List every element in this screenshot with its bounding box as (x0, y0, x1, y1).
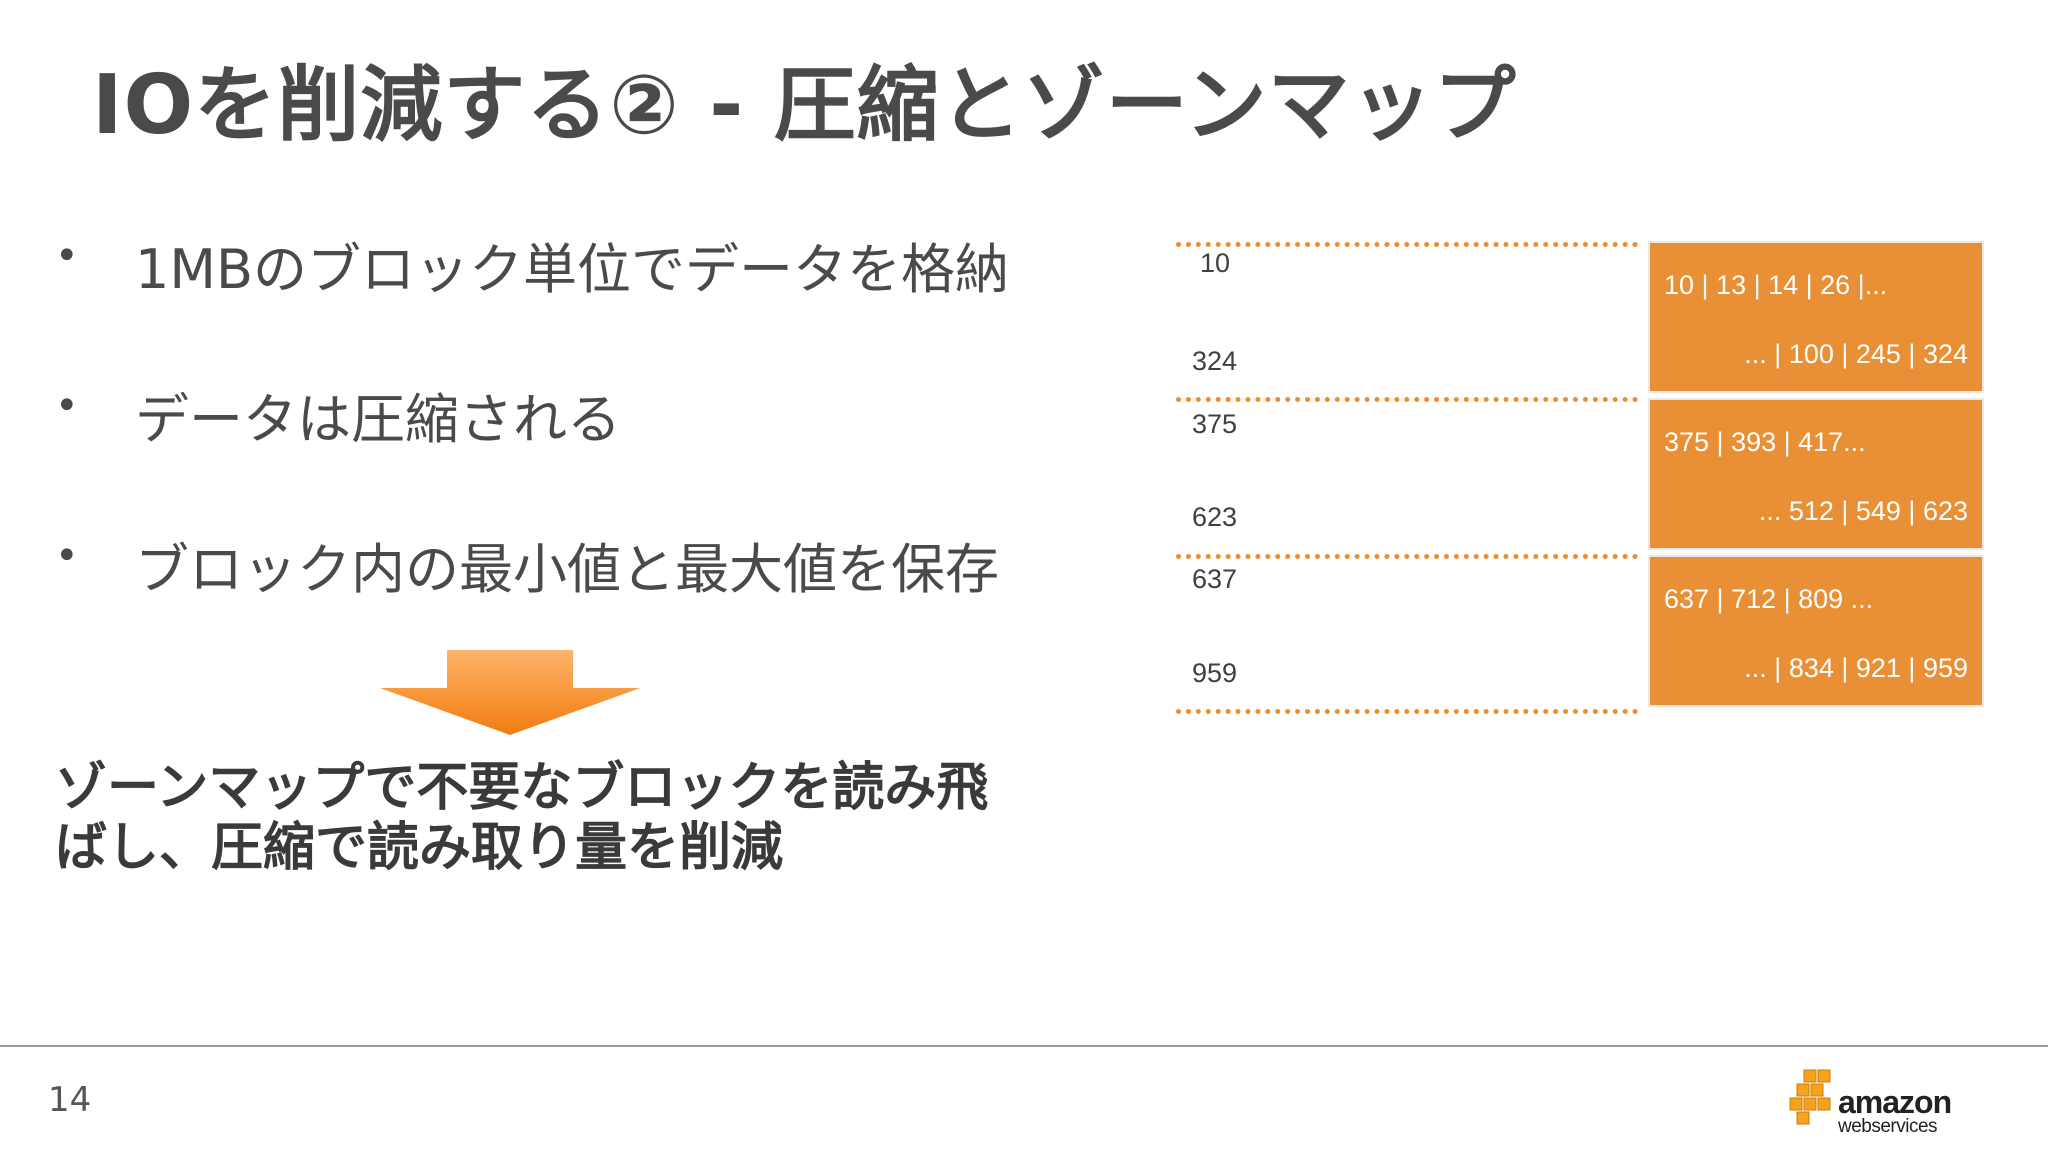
down-arrow-icon (380, 650, 640, 735)
block-last-values: ... | 100 | 245 | 324 (1744, 339, 1968, 369)
bullet-dot: • (55, 383, 79, 429)
block-min-label: 10 (1200, 248, 1231, 278)
data-block: 10 | 13 | 14 | 26 |... ... | 100 | 245 |… (1648, 241, 1984, 393)
data-block: 637 | 712 | 809 ... ... | 834 | 921 | 95… (1648, 555, 1984, 707)
aws-logo-icon (1789, 1069, 1831, 1125)
block-min-label: 375 (1192, 409, 1238, 439)
zone-map-diagram: 10 324 375 623 637 959 10 | 13 | 14 | 26… (1170, 236, 2000, 716)
block-boundary-line (1176, 554, 1638, 559)
slide-title: IOを削減する② - 圧縮とゾーンマップ (92, 58, 1517, 153)
bullet-text: 1MBのブロック単位でデータを格納 (135, 238, 1009, 301)
bullet-text: データは圧縮される (135, 388, 621, 451)
conclusion-text: ゾーンマップで不要なブロックを読み飛 ばし、圧縮で読み取り量を削減 (55, 758, 1135, 878)
block-first-values: 375 | 393 | 417... (1664, 427, 1866, 457)
block-max-label: 623 (1192, 502, 1238, 532)
block-max-label: 959 (1192, 658, 1238, 688)
block-boundary-line (1176, 242, 1638, 247)
block-first-values: 637 | 712 | 809 ... (1664, 584, 1874, 614)
page-number: 14 (48, 1080, 92, 1120)
block-max-label: 324 (1192, 346, 1238, 376)
aws-logo: amazon webservices (1788, 1068, 2008, 1138)
block-min-label: 637 (1192, 564, 1238, 594)
block-last-values: ... 512 | 549 | 623 (1758, 496, 1968, 526)
logo-brand-text: amazon (1838, 1084, 1952, 1120)
block-last-values: ... | 834 | 921 | 959 (1744, 653, 1968, 683)
conclusion-line-2: ばし、圧縮で読み取り量を削減 (55, 818, 784, 878)
bullet-text: ブロック内の最小値と最大値を保存 (135, 538, 999, 601)
block-first-values: 10 | 13 | 14 | 26 |... (1664, 270, 1888, 300)
footer-divider (0, 1045, 2048, 1047)
bullet-dot: • (55, 533, 79, 579)
block-boundary-line (1176, 397, 1638, 402)
conclusion-line-1: ゾーンマップで不要なブロックを読み飛 (55, 758, 989, 818)
bullet-dot: • (55, 233, 79, 279)
data-block: 375 | 393 | 417... ... 512 | 549 | 623 (1648, 398, 1984, 550)
logo-sub-text: webservices (1838, 1116, 1938, 1137)
block-boundary-line (1176, 709, 1638, 714)
